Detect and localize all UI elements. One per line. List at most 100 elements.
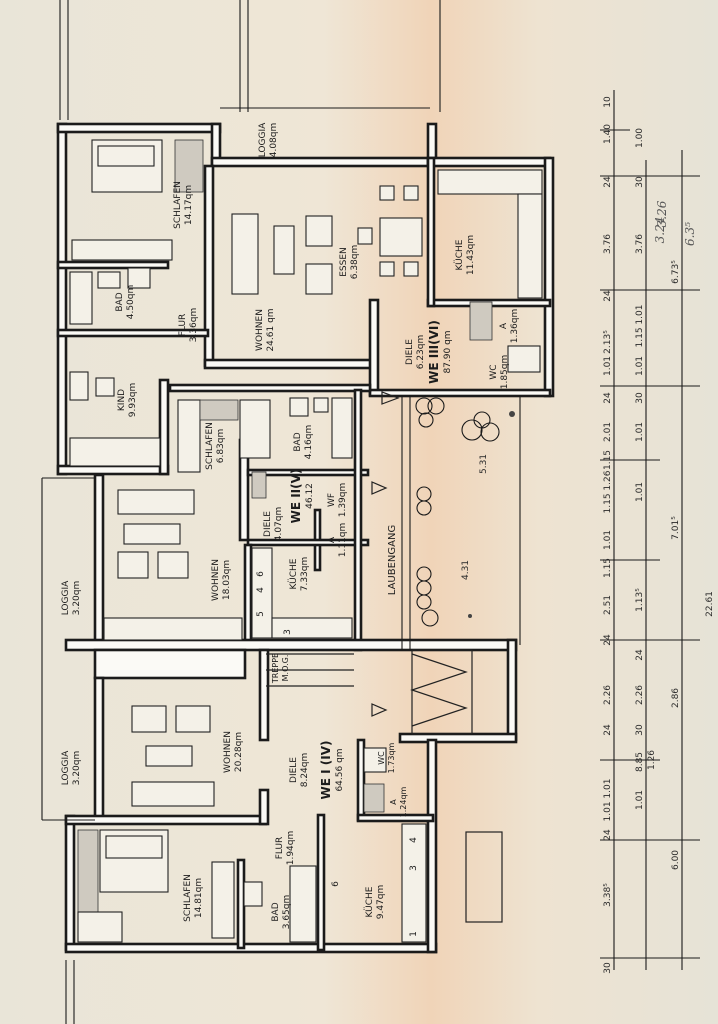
dim-m-4: 2.26	[635, 685, 645, 705]
dim-i-1: 2.86	[671, 688, 681, 708]
dim-o-7: 2.51	[603, 595, 613, 615]
dim-o-12: 2.01	[603, 422, 613, 442]
dim-m-0: 1.01	[635, 790, 645, 810]
loggia-mid-label: LOGGIA3.20qm	[61, 580, 82, 615]
dim-m-5: 24	[635, 649, 645, 661]
dim-i-0: 6.00	[671, 850, 681, 870]
dim-o-5: 2.26	[603, 685, 613, 705]
dim-o-1: 3.38⁵	[603, 883, 613, 907]
k2-num-3: 5	[256, 611, 266, 617]
unit-we2-label: WE II(V)46.12	[289, 469, 315, 524]
dim-o-17: 3.76	[603, 234, 613, 254]
dim-o-14: 1.01	[603, 356, 613, 376]
dim-m-1: 1.26	[647, 750, 657, 770]
dim-m-7: 1.01	[635, 482, 645, 502]
diele-3-label: DIELE6.23qm	[405, 335, 426, 370]
a-3-label: A1.36qm	[499, 309, 520, 344]
k1-num-3: 3	[409, 865, 419, 871]
loggia-low-label: LOGGIA3.20qm	[61, 750, 82, 785]
dim-m-14: 1.00	[635, 128, 645, 148]
flur-3-label: FLUR3.36qm	[178, 308, 199, 343]
kueche-1-label: KÜCHE9.47qm	[364, 885, 386, 920]
dim-total: 22.61	[705, 591, 715, 617]
laubengang-label: LAUBENGANG	[387, 525, 398, 595]
kueche-3-label: KÜCHE11.43qm	[454, 235, 476, 275]
dim-m-2: 8.85	[635, 752, 645, 772]
dimension-lines	[600, 90, 700, 970]
loggia-top-label: LOGGIA4.08qm	[258, 122, 279, 157]
dim-i-2: 7.01⁵	[671, 516, 681, 540]
construction-lines	[41, 0, 521, 1024]
dim-o-6: 24	[603, 634, 613, 646]
dim-o-15: 2.13⁵	[603, 330, 613, 354]
k2-num-1: 6	[256, 571, 266, 577]
dimension-outer: 30 3.38⁵ 24 1.01 1.01 24 2.26 24 2.51 1.…	[603, 96, 613, 974]
dim-431-label: 4.31	[461, 560, 471, 580]
handwritten-notes: 3.26 3.24 6.3⁵	[653, 200, 697, 246]
dim-m-13: 30	[635, 176, 645, 188]
diele-2-label: DIELE4.07qm	[263, 507, 284, 542]
dim-o-2: 24	[603, 829, 613, 841]
dimension-inner: 6.00 2.86 7.01⁵ 6.73⁵ 22.61	[671, 260, 715, 870]
dim-m-9: 30	[635, 392, 645, 404]
kueche-2-label: KÜCHE7.33qm	[288, 557, 310, 592]
misc-labels: LAUBENGANG TREPPEM.O.G. 5.31 4.31	[271, 454, 489, 684]
dim-m-6: 1.13⁵	[635, 588, 645, 612]
wf-2-label: WF1.39qm	[327, 483, 348, 518]
dim-o-19: 1.40	[603, 124, 613, 144]
schlafen-1-label: SCHLAFEN14.81qm	[183, 874, 204, 922]
bad-3-label: BAD4.50qm	[115, 285, 136, 320]
walls	[56, 122, 555, 954]
stairwell	[266, 649, 503, 923]
wohnen-2-label: WOHNEN18.03qm	[211, 559, 232, 601]
schlafen-2-label: SCHLAFEN6.83qm	[205, 422, 226, 470]
dim-m-8: 1.01	[635, 422, 645, 442]
wohnen-3-label: WOHNEN24.61 qm	[255, 308, 276, 351]
wc-3-label: WC1.85qm	[489, 355, 510, 390]
entrance-arrows	[371, 391, 400, 717]
bad-2-label: BAD4.16qm	[293, 425, 314, 460]
unit-we3-label: WE III(VI)87.90 qm	[427, 320, 453, 384]
dim-i-3: 6.73⁵	[671, 260, 681, 284]
dimension-mid: 1.01 1.26 8.85 30 2.26 24 1.13⁵ 1.01 1.0…	[635, 128, 657, 810]
kind-label: KIND9.93qm	[117, 383, 138, 418]
wohnen-1-label: WOHNEN20.28qm	[223, 731, 244, 773]
k1-num-2: 4	[409, 837, 419, 843]
dim-o-20: 10	[603, 96, 613, 108]
dim-m-3: 30	[635, 724, 645, 736]
k1-num-1: 6	[331, 881, 341, 887]
hand-2: 3.24	[653, 217, 667, 244]
dim-m-10: 1.01	[635, 356, 645, 376]
dim-o-10: 1.15 1.26	[603, 470, 613, 513]
dim-o-9: 1.01	[603, 530, 613, 550]
dim-o-18: 24	[603, 176, 613, 188]
bad-1-label: BAD3.65qm	[271, 895, 292, 930]
dim-o-4: 24	[603, 724, 613, 736]
dim-o-16: 24	[603, 290, 613, 302]
k2-num-4: 3	[283, 629, 293, 635]
planting	[415, 397, 515, 627]
a-2-label: A1.11qm	[327, 523, 348, 558]
dim-o-11: 1.15	[603, 450, 613, 470]
dim-o-13: 24	[603, 392, 613, 404]
diele-1-label: DIELE8.24qm	[289, 753, 310, 788]
unit-we1-label: WE I (IV)64.56 qm	[319, 741, 345, 800]
hand-1: 3.26	[655, 200, 669, 227]
furniture	[69, 139, 543, 943]
dim-531-label: 5.31	[479, 454, 489, 474]
kitchen-numbers: 6 4 5 3 6 4 3 1	[256, 571, 419, 937]
dim-o-3: 1.01 1.01	[603, 779, 613, 822]
a-1-label: A1.24qm	[389, 786, 408, 817]
treppe-label: TREPPEM.O.G.	[271, 653, 290, 684]
schlafen-3-label: SCHLAFEN14.17qm	[173, 181, 194, 229]
dim-o-0: 30	[603, 962, 613, 974]
essen-3-label: ESSEN6.38qm	[339, 245, 360, 280]
unit-labels: WE III(VI)87.90 qm WE II(V)46.12 WE I (I…	[289, 320, 453, 799]
flur-1-label: FLUR1.94qm	[275, 831, 296, 866]
wc-1-label: WC1.73qm	[377, 742, 396, 773]
dim-o-8: 1.15	[603, 558, 613, 578]
dim-m-12: 3.76	[635, 234, 645, 254]
room-labels: LOGGIA4.08qm SCHLAFEN14.17qm BAD4.50qm F…	[61, 122, 520, 929]
k2-num-2: 4	[256, 587, 266, 593]
